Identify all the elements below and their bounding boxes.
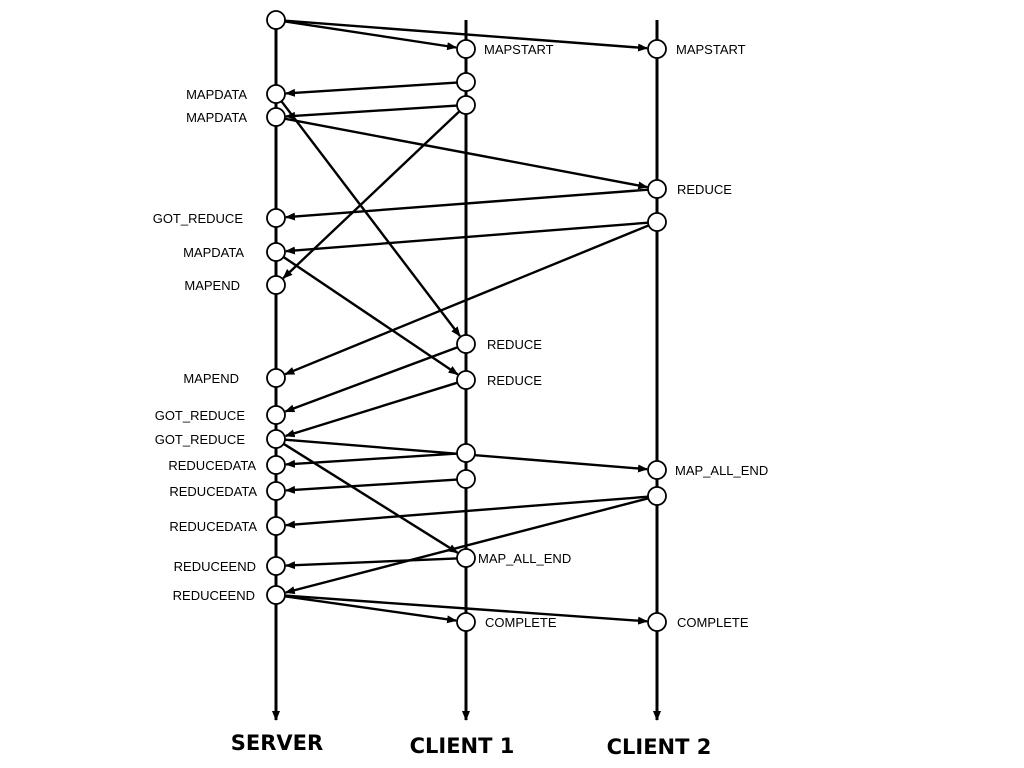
event-label-c2f: COMPLETE [677, 615, 749, 630]
event-node-c1a [456, 39, 476, 59]
message-arrow-c1d-to-s7 [284, 346, 459, 413]
event-node-c2d [647, 460, 667, 480]
message-arrow-c1g-to-s10 [285, 478, 458, 494]
event-node-s0 [266, 10, 286, 30]
message-arrow-c2c-to-s6 [284, 224, 650, 376]
event-node-c2e [647, 486, 667, 506]
event-node-s2 [266, 107, 286, 127]
message-arrow-c2e-to-s13 [284, 497, 649, 595]
message-arrow-s2-to-c2b [284, 117, 649, 190]
message-arrow-c1h-to-s12 [285, 557, 458, 570]
event-label-s10: REDUCEDATA [169, 484, 257, 499]
event-node-c2c [647, 212, 667, 232]
message-arrow-c2c-to-s4 [285, 221, 649, 255]
message-arrow-c1e-to-s8 [284, 381, 458, 438]
event-node-s11 [266, 516, 286, 536]
message-arrow-c1c-to-s2 [285, 104, 458, 120]
event-label-s1: MAPDATA [186, 87, 247, 102]
event-label-s12: REDUCEEND [174, 559, 256, 574]
event-node-c1d [456, 334, 476, 354]
event-node-s5 [266, 275, 286, 295]
event-label-c2a: MAPSTART [676, 42, 746, 57]
event-label-s6: MAPEND [183, 371, 239, 386]
event-node-c1e [456, 370, 476, 390]
event-label-s9: REDUCEDATA [168, 458, 256, 473]
event-node-s6 [266, 368, 286, 388]
event-node-c1b [456, 72, 476, 92]
lane-title-server: SERVER [231, 731, 323, 755]
event-label-c1d: REDUCE [487, 337, 542, 352]
message-arrow-s0-to-c1a [284, 20, 458, 51]
event-label-s7: GOT_REDUCE [155, 408, 246, 423]
event-label-c2b: REDUCE [677, 182, 732, 197]
events-layer [266, 10, 667, 632]
event-node-c1f [456, 443, 476, 463]
message-arrow-c1b-to-s1 [285, 81, 458, 97]
message-arrow-s4-to-c1e [282, 256, 459, 376]
lane-title-client-1: CLIENT 1 [410, 734, 515, 758]
message-arrow-s1-to-c1d [280, 100, 461, 337]
event-node-c1c [456, 95, 476, 115]
event-node-s9 [266, 455, 286, 475]
event-node-c1g [456, 469, 476, 489]
messages-layer [280, 19, 650, 625]
event-node-c2a [647, 39, 667, 59]
message-arrow-s0-to-c2a [284, 19, 648, 52]
event-node-c2f [647, 612, 667, 632]
event-node-s13 [266, 585, 286, 605]
event-label-c2d: MAP_ALL_END [675, 463, 768, 478]
event-node-s3 [266, 208, 286, 228]
lane-title-client-2: CLIENT 2 [607, 735, 712, 759]
message-arrow-c2b-to-s3 [285, 188, 649, 221]
event-label-s8: GOT_REDUCE [155, 432, 246, 447]
event-label-s4: MAPDATA [183, 245, 244, 260]
event-node-s1 [266, 84, 286, 104]
event-node-s8 [266, 429, 286, 449]
message-arrow-s8-to-c1h [282, 442, 459, 554]
event-label-s5: MAPEND [184, 278, 240, 293]
event-node-s7 [266, 405, 286, 425]
event-node-s10 [266, 481, 286, 501]
event-node-s4 [266, 242, 286, 262]
event-label-c1e: REDUCE [487, 373, 542, 388]
event-label-s2: MAPDATA [186, 110, 247, 125]
event-label-c1h: MAP_ALL_END [478, 551, 571, 566]
labels-layer: MAPDATA MAPDATA GOT_REDUCE MAPDATA MAPEND MAP… [153, 42, 769, 630]
message-arrow-s13-to-c1i [284, 595, 458, 624]
message-arrow-s13-to-c2f [284, 594, 648, 625]
message-arrow-c2e-to-s11 [285, 495, 649, 529]
event-label-s3: GOT_REDUCE [153, 211, 244, 226]
event-label-c1a: MAPSTART [484, 42, 554, 57]
event-node-c2b [647, 179, 667, 199]
event-node-c1i [456, 612, 476, 632]
event-label-c1i: COMPLETE [485, 615, 557, 630]
event-label-s13: REDUCEEND [173, 588, 255, 603]
message-arrow-c1c-to-s5 [282, 110, 461, 279]
event-label-s11: REDUCEDATA [169, 519, 257, 534]
event-node-s12 [266, 556, 286, 576]
event-node-c1h [456, 548, 476, 568]
